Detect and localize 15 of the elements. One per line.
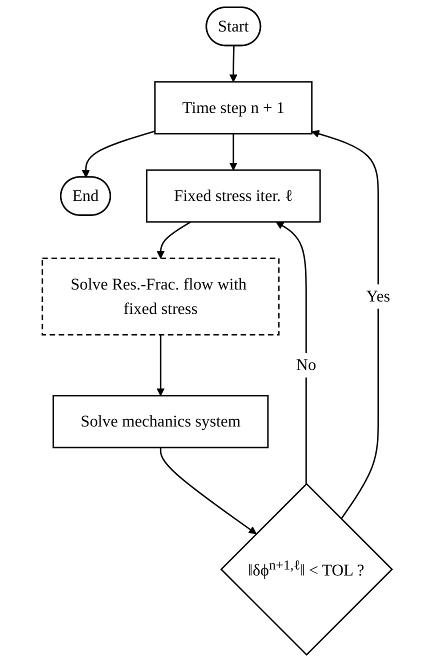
node-diamond: ‖δϕ$^{n+1,ℓ}$‖ < TOL ? xyxy=(220,482,394,656)
node-box: Solve mechanics system xyxy=(52,394,269,448)
arrow xyxy=(230,46,238,82)
node-box: Time step n + 1 xyxy=(154,81,313,134)
edge-label: Yes xyxy=(366,286,390,306)
arrow xyxy=(230,134,238,170)
edge-label: No xyxy=(296,356,316,374)
node-box: Fixed stress iter. ℓ xyxy=(146,169,322,223)
node-box: Solve Res.-Frac. flow with fixed stress xyxy=(42,258,280,336)
arrow xyxy=(276,222,308,484)
arrow xyxy=(160,448,257,534)
arrow xyxy=(156,221,192,259)
arrow xyxy=(156,334,165,396)
arrow xyxy=(82,130,156,178)
arrow xyxy=(312,130,380,520)
